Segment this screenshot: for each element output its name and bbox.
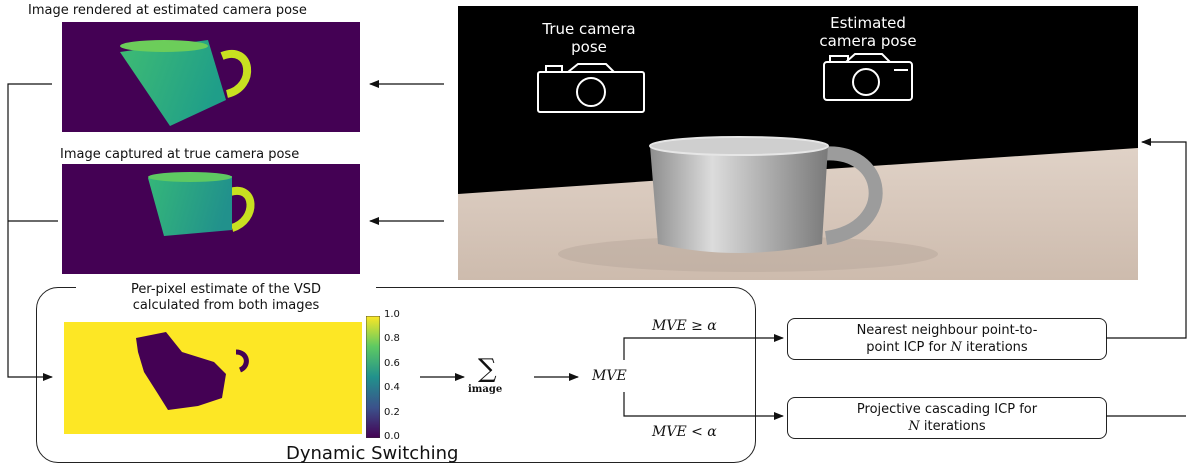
nearest-neighbour-icp-box: Nearest neighbour point-to- point ICP fo… [787, 318, 1107, 360]
rendered-image-caption: Image rendered at estimated camera pose [28, 3, 307, 18]
sum-subscript: image [468, 384, 503, 395]
rendered-mug-rim [120, 40, 208, 52]
sum-symbol: ∑ [478, 354, 497, 384]
colorbar-tick: 0.6 [384, 357, 400, 369]
dynamic-switching-box [36, 287, 756, 463]
rendered-mug-body [120, 40, 226, 126]
vsd-handle-region [235, 349, 249, 373]
true-camera-label: True camera pose [542, 20, 636, 56]
rendered-image-panel [62, 22, 360, 132]
scene-mug-handle [819, 146, 883, 245]
estimated-camera-icon [823, 53, 913, 101]
arrow-images-to-vsd [7, 83, 53, 381]
arrow-mve-to-nn [623, 334, 784, 360]
colorbar-tick: 0.8 [384, 333, 400, 345]
true-camera-icon [537, 63, 645, 113]
captured-image-caption: Image captured at true camera pose [60, 147, 300, 162]
colorbar [366, 316, 380, 438]
scene-view: True camera pose Estimated camera pose [458, 6, 1138, 280]
captured-mug-handle [228, 186, 255, 232]
condition-ge: MVE ≥ α [652, 318, 717, 334]
mug-shadow [558, 236, 938, 272]
colorbar-tick: 0.2 [384, 406, 400, 418]
captured-mug-body [148, 176, 232, 236]
captured-image-panel [62, 164, 360, 274]
colorbar-tick: 0.0 [384, 431, 400, 442]
captured-mug-rim [148, 172, 232, 182]
estimated-camera-label: Estimated camera pose [819, 14, 917, 50]
arrow-feedback-to-scene [1106, 138, 1187, 339]
mve-label: MVE [592, 368, 627, 384]
vsd-map-panel [64, 322, 362, 434]
rendered-mug-handle [220, 50, 252, 98]
arrow-mve-to-projective [623, 392, 784, 420]
scene-mug-rim [649, 136, 829, 156]
dynamic-switching-label: Dynamic Switching [286, 443, 459, 464]
projective-cascading-icp-box: Projective cascading ICP for N iteration… [787, 397, 1107, 439]
vsd-caption: Per-pixel estimate of the VSD calculated… [76, 282, 376, 314]
scene-mug-body [650, 146, 828, 253]
colorbar-tick: 1.0 [384, 309, 400, 320]
vsd-mug-region [136, 332, 226, 410]
colorbar-tick: 0.4 [384, 382, 400, 394]
condition-lt: MVE < α [652, 424, 717, 440]
